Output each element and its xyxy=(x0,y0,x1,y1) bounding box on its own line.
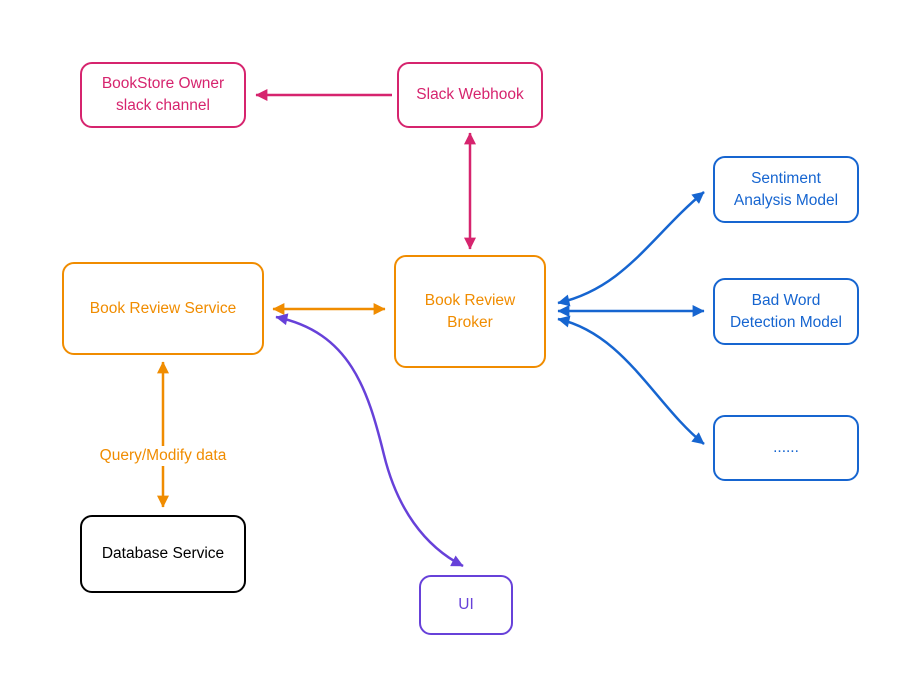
node-slack-webhook: Slack Webhook xyxy=(397,62,543,128)
node-ui: UI xyxy=(419,575,513,635)
node-slack-webhook-label: Slack Webhook xyxy=(416,86,524,104)
edge-broker-more-models-arrow xyxy=(557,315,705,445)
node-sentiment-analysis-model-label: Sentiment Analysis Model xyxy=(733,169,839,209)
node-bad-word-detection-model-label: Bad Word Detection Model xyxy=(729,291,842,331)
node-more-models: ...... xyxy=(713,415,859,481)
node-book-review-service-label: Book Review Service xyxy=(89,299,237,317)
node-bad-word-detection-model: Bad Word Detection Model xyxy=(713,278,859,345)
node-sentiment-analysis-model: Sentiment Analysis Model xyxy=(713,156,859,223)
edge-label-query-modify-data: Query/Modify data xyxy=(83,446,243,466)
node-more-models-label: ...... xyxy=(773,439,799,457)
node-book-review-broker: Book Review Broker xyxy=(394,255,546,368)
node-book-review-service: Book Review Service xyxy=(62,262,264,355)
edge-broker-sentiment-arrow xyxy=(557,191,705,307)
node-ui-label: UI xyxy=(458,596,474,614)
node-bookstore-owner-slack-channel: BookStore Owner slack channel xyxy=(80,62,246,128)
node-book-review-broker-label: Book Review Broker xyxy=(424,291,516,331)
node-database-service: Database Service xyxy=(80,515,246,593)
edge-service-ui-arrow xyxy=(275,313,464,568)
node-bookstore-owner-label: BookStore Owner slack channel xyxy=(101,75,225,114)
node-database-service-label: Database Service xyxy=(101,545,225,563)
